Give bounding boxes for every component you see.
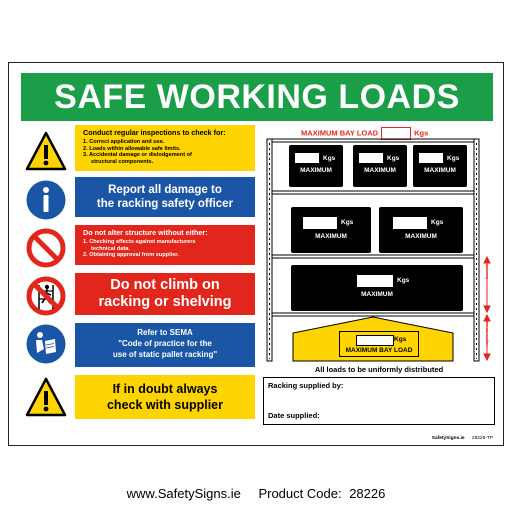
load-input-box [359,153,383,163]
max-bay-load-label: MAXIMUM BAY LOAD [301,128,379,138]
alter-heading: Do not alter structure without either: [83,228,208,237]
racking-diagram: MAXIMUM BAY LOAD Kgs [261,123,497,363]
list-item: 1. Correct application and use. [83,138,165,145]
load-input-box [419,153,443,163]
kgs-label: Kgs [394,336,407,343]
kgs-label: Kgs [323,155,336,162]
list-item: 2. Loads within allowable safe limits. [83,145,181,152]
inspections-panel: Conduct regular inspections to check for… [75,125,255,171]
footer-brand: SafetySigns.ie [431,436,465,441]
load-input-box [303,217,337,229]
sign-footer: SafetySigns.ie 28226-TP [432,436,493,441]
prohibition-icon [26,228,66,268]
doubt-line-1: If in doubt always [112,382,218,396]
sign-title: SAFE WORKING LOADS [21,73,493,121]
list-item: 2. Obtaining approval from supplier. [83,252,179,259]
uniform-load-note: All loads to be uniformly distributed [314,365,444,374]
kgs-label: Kgs [341,219,354,226]
maximum-label: MAXIMUM [315,233,347,240]
report-line-2: the racking safety officer [96,198,234,210]
safe-working-loads-sign: SAFE WORKING LOADS [8,62,504,446]
kgs-label: Kgs [387,155,400,162]
read-manual-icon [26,324,66,364]
report-line-1: Report all damage to [108,184,222,196]
doubt-line-2: check with supplier [106,398,223,412]
date-supplied-label: Date supplied: [268,411,320,420]
load-input-box [295,153,319,163]
inspections-list: 1. Correct application and use. 2. Loads… [75,139,255,165]
product-code-value: 28226 [349,486,386,501]
racking-supplied-label: Racking supplied by: [268,381,344,390]
list-item: 3. Accidental damage or dislodgement of [83,152,192,159]
load-box-middle-right: Kgs MAXIMUM [379,207,463,253]
maximum-label: MAXIMUM [364,167,396,174]
climb-line-1: Do not climb on [110,277,220,293]
load-input-box [357,275,393,287]
list-item: structural components. [91,159,154,166]
inspections-heading: Conduct regular inspections to check for… [83,128,226,137]
sema-panel: Refer to SEMA "Code of practice for the … [75,323,255,367]
supply-details-box: Racking supplied by: Date supplied: [263,377,495,425]
kgs-label: Kgs [414,128,429,138]
do-not-alter-panel: Do not alter structure without either: 1… [75,225,255,265]
maximum-label: MAXIMUM [405,233,437,240]
alter-list: 1. Checking effects against manufacturer… [75,239,255,259]
load-box-middle-left: Kgs MAXIMUM [291,207,371,253]
list-item: 1. Checking effects against manufacturer… [83,238,196,245]
list-item: technical data. [91,245,130,252]
maximum-label: MAXIMUM [300,167,332,174]
sema-line-2: "Code of practice for the [118,339,212,348]
sema-line-3: use of static pallet racking" [112,350,218,359]
load-input-box [393,217,427,229]
do-not-climb-panel: Do not climb on racking or shelving [75,273,255,315]
mandatory-info-icon [26,180,66,220]
website-text: www.SafetySigns.ie [126,486,241,501]
first-beam-label: Height to first beam [485,319,489,347]
footer-code: 28226-TP [471,436,493,441]
report-damage-panel: Report all damage to the racking safety … [75,177,255,217]
maximum-label: MAXIMUM [361,291,393,298]
bay-load-input-box [356,335,394,346]
kgs-label: Kgs [397,277,410,284]
product-info-line: www.SafetySigns.ie Product Code: 28226 [0,486,512,501]
if-in-doubt-panel: If in doubt always check with supplier [75,375,255,419]
sema-line-1: Refer to SEMA [137,328,193,337]
load-box-top-right: Kgs MAXIMUM [413,145,467,187]
product-code-label: Product Code: [258,486,342,501]
kgs-label: Kgs [431,219,444,226]
load-box-top-middle: Kgs MAXIMUM [353,145,407,187]
no-climbing-icon [26,276,66,316]
maximum-label: MAXIMUM [424,167,456,174]
kgs-label: Kgs [447,155,460,162]
bay-load-label: MAXIMUM BAY LOAD [345,347,413,354]
warning-triangle-icon [25,131,67,171]
load-box-top-left: Kgs MAXIMUM [289,145,343,187]
warning-triangle-icon [25,377,67,417]
beam-pitch-label: Beam pitch [485,263,489,279]
load-box-lower: Kgs MAXIMUM [291,265,463,311]
bay-load-box: Kgs MAXIMUM BAY LOAD [339,331,419,357]
climb-line-2: racking or shelving [98,294,232,310]
